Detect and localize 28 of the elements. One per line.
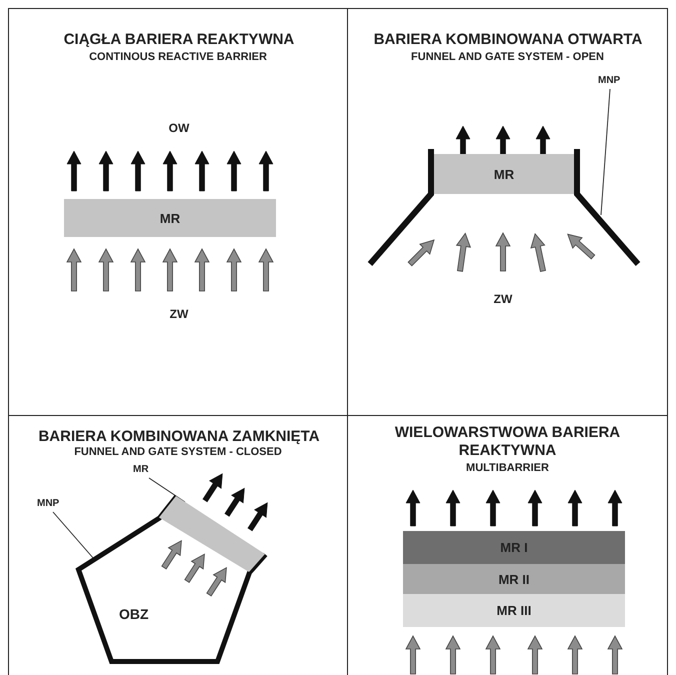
reactive-barrier: MR bbox=[64, 199, 276, 237]
barrier-layer: MR III bbox=[403, 594, 625, 627]
barrier-layer: MR II bbox=[403, 564, 625, 594]
panel-subtitle: FUNNEL AND GATE SYSTEM - CLOSED bbox=[73, 446, 283, 458]
panel bbox=[8, 8, 348, 415]
leader-line bbox=[52, 512, 94, 560]
zone-label: ZW bbox=[494, 292, 512, 306]
reactive-gate bbox=[158, 495, 266, 573]
panel bbox=[348, 415, 668, 675]
panel-subtitle: CONTINOUS REACTIVE BARRIER bbox=[88, 51, 268, 63]
panel-title: BARIERA KOMBINOWANA ZAMKNIĘTA bbox=[37, 428, 321, 446]
zone-label: OW bbox=[168, 121, 190, 135]
reactive-gate: MR bbox=[434, 154, 574, 194]
panel bbox=[8, 415, 348, 675]
zone-label: ZW bbox=[170, 307, 188, 321]
leader-line bbox=[148, 478, 186, 502]
wall-label: MNP bbox=[37, 498, 60, 509]
barrier-layer: MR I bbox=[403, 531, 625, 564]
panel-subtitle: MULTIBARRIER bbox=[465, 462, 550, 474]
gate-label: MR bbox=[133, 464, 149, 475]
enclosure-outline: OBZ bbox=[74, 492, 268, 664]
wall-label: MNP bbox=[598, 75, 620, 86]
panel-title: CIĄGŁA BARIERA REAKTYWNA bbox=[62, 31, 296, 49]
panel-title: BARIERA KOMBINOWANA OTWARTA bbox=[372, 31, 644, 49]
panel-title: WIELOWARSTWOWA BARIERA REAKTYWNA bbox=[394, 424, 622, 460]
leader-line bbox=[600, 88, 610, 216]
panel bbox=[348, 8, 668, 415]
panel-subtitle: FUNNEL AND GATE SYSTEM - OPEN bbox=[410, 51, 605, 63]
